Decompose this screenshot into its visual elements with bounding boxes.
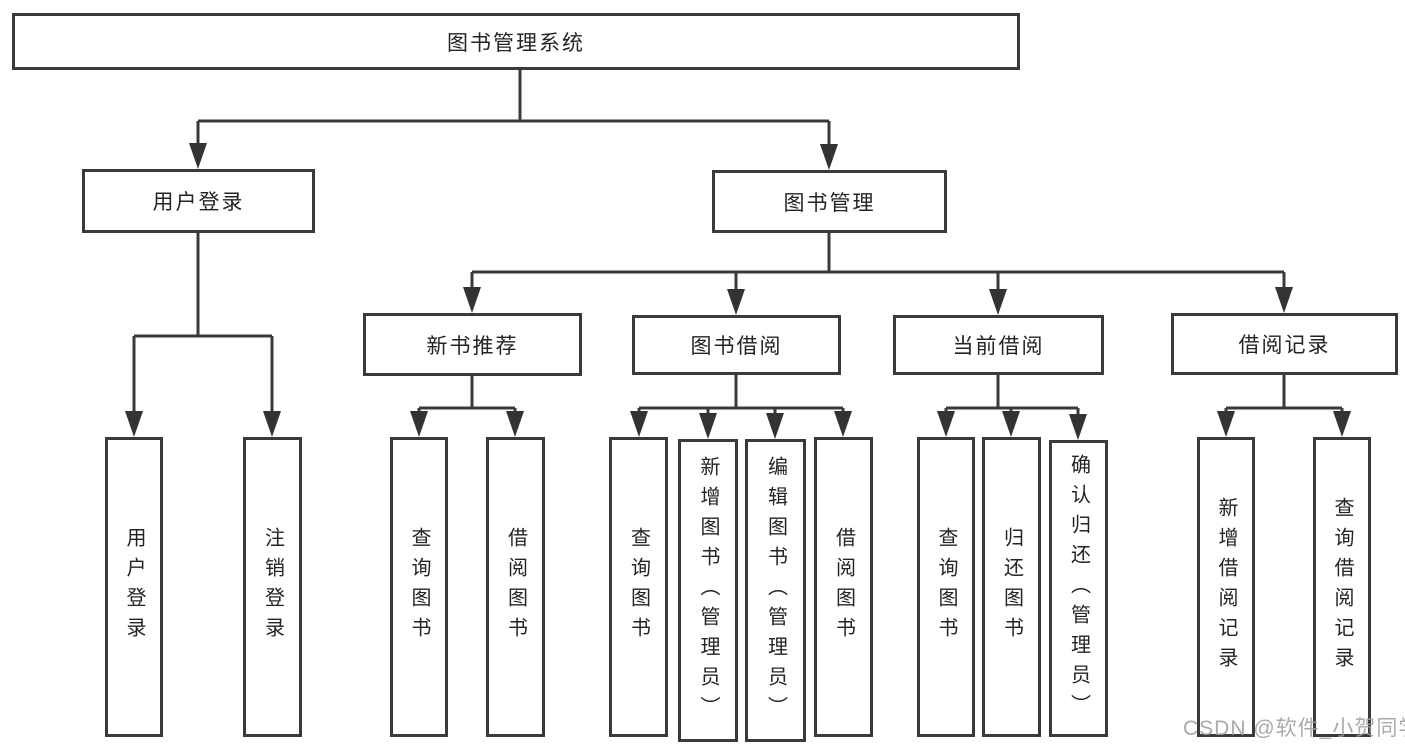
node-label: 确认归还（管理员） [1067, 453, 1090, 724]
arrowheads [125, 143, 1351, 440]
node-label: 借阅图书 [832, 527, 855, 647]
node-label: 图书借阅 [690, 335, 783, 358]
node-new-book-recommend: 新书推荐 [363, 313, 582, 376]
leaf-add-borrow-record: 新增借阅记录 [1197, 437, 1255, 737]
leaf-search-books-borrow: 查询图书 [609, 437, 668, 737]
node-label: 图书管理系统 [447, 31, 585, 55]
leaf-search-books-current: 查询图书 [917, 437, 975, 737]
node-book-borrow: 图书借阅 [632, 315, 841, 375]
leaf-logout: 注销登录 [243, 437, 302, 737]
leaf-confirm-return-admin: 确认归还（管理员） [1049, 440, 1108, 737]
node-label: 查询借阅记录 [1331, 497, 1353, 677]
node-label: 借阅图书 [504, 527, 527, 647]
node-label: 用户登录 [123, 527, 145, 647]
node-label: 用户登录 [152, 191, 245, 214]
leaf-borrow-books: 借阅图书 [814, 437, 873, 737]
csdn-watermark: CSDN @软件_小贺同学 [1183, 717, 1405, 740]
node-label: 新书推荐 [426, 334, 519, 358]
node-borrow-records: 借阅记录 [1171, 313, 1398, 375]
node-label: 借阅记录 [1238, 334, 1331, 357]
node-label: 新增图书（管理员） [697, 455, 719, 726]
leaf-return-book: 归还图书 [982, 437, 1041, 737]
leaf-borrow-books-recommend: 借阅图书 [486, 437, 545, 737]
node-label: 查询图书 [627, 527, 650, 647]
node-label: 查询图书 [408, 527, 430, 647]
node-current-borrow: 当前借阅 [893, 315, 1104, 375]
node-label: 新增借阅记录 [1215, 497, 1237, 677]
leaf-edit-book-admin: 编辑图书（管理员） [745, 439, 806, 742]
node-label: 编辑图书（管理员） [764, 455, 787, 726]
node-label: 注销登录 [261, 527, 284, 647]
node-label: 当前借阅 [952, 335, 1045, 358]
node-label: 图书管理 [783, 191, 876, 215]
node-library-management-system: 图书管理系统 [12, 13, 1020, 70]
leaf-user-login: 用户登录 [105, 437, 163, 737]
leaf-search-books-recommend: 查询图书 [390, 437, 448, 737]
leaf-search-borrow-record: 查询借阅记录 [1313, 437, 1371, 737]
node-book-management: 图书管理 [712, 170, 947, 233]
node-label: 查询图书 [935, 527, 957, 647]
leaf-add-book-admin: 新增图书（管理员） [678, 439, 738, 742]
node-user-login: 用户登录 [82, 169, 315, 233]
node-label: 归还图书 [1000, 527, 1023, 647]
